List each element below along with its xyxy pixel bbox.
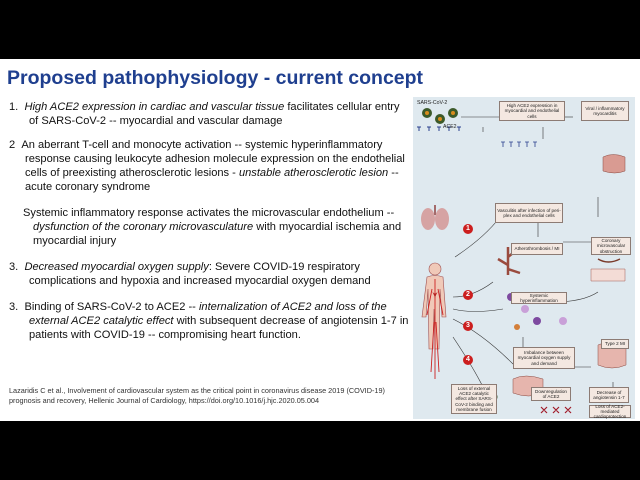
figure-artwork — [417, 108, 627, 414]
bullet-points: 1. High ACE2 expression in cardiac and v… — [9, 100, 411, 342]
systemic-hyperinflammation-box: Systemic hyperinflammation — [511, 292, 567, 304]
point-number: 3. — [9, 261, 19, 273]
point-1: 1. High ACE2 expression in cardiac and v… — [9, 100, 411, 128]
x-marks-icon — [540, 406, 572, 414]
loss-cardioprotection-box: Loss of ACE2-mediated cardioprotection — [589, 404, 631, 419]
point-3: 3. Decreased myocardial oxygen supply: S… — [9, 260, 411, 288]
downregulation-ace2-box: Downregulation of ACE2 — [531, 387, 571, 401]
slide: Proposed pathophysiology - current conce… — [0, 59, 640, 421]
point-emphasis: Decreased myocardial oxygen supply — [24, 261, 209, 273]
high-ace2-box: High ACE2 expression in myocardial and e… — [499, 101, 565, 121]
step-number-3: 3 — [463, 321, 473, 331]
reference-citation: Lazaridis C et al., Involvement of cardi… — [9, 386, 385, 405]
ace2-label: ACE2 — [443, 124, 457, 130]
decrease-angiotensin-box: Decrease of angiotensin 1-7 — [589, 387, 629, 403]
point-number: 2 — [9, 139, 16, 151]
slide-title: Proposed pathophysiology - current conce… — [7, 67, 424, 89]
point-2b: Systemic inflammatory response activates… — [9, 206, 411, 248]
ace2-receptor-icon — [417, 126, 461, 131]
point-text: facilitates cellular entry of SARS-CoV-2… — [29, 101, 400, 127]
point-emphasis: unstable atherosclerotic lesion — [238, 167, 389, 179]
point-2: 2 An aberrant T-cell and monocyte activa… — [9, 138, 411, 194]
point-text: Systemic inflammatory response activates… — [23, 207, 395, 219]
atherothrombosis-box: Atherothrombosis / MI — [511, 243, 563, 255]
point-text: Binding of SARS-CoV-2 to ACE2 -- — [24, 301, 199, 313]
point-text-end: with myocardial ischemia and myocardial … — [33, 221, 402, 247]
virus-icon — [422, 108, 458, 124]
step-number-2: 2 — [463, 290, 473, 300]
coronary-obstruction-box: Coronary microvascular obstruction — [591, 237, 631, 255]
point-text-end: with subsequent decrease of angiotensin … — [29, 315, 409, 341]
point-emphasis: dysfunction of the coronary microvascula… — [33, 221, 254, 233]
step-number-1: 1 — [463, 224, 473, 234]
receptor-cluster-icon — [501, 141, 537, 147]
point-emphasis: High ACE2 expression in cardiac and vasc… — [24, 101, 285, 113]
point-emphasis: internalization of ACE2 and loss of the … — [29, 301, 387, 327]
viral-myocarditis-box: Viral / inflammatory myocarditis — [581, 101, 629, 121]
virus-label: SARS-CoV-2 — [417, 100, 448, 106]
vasculitis-box: Vasculitis after infection of peri-plex … — [495, 203, 563, 223]
point-number: 1. — [9, 101, 19, 113]
step-number-4: 4 — [463, 355, 473, 365]
oxygen-imbalance-box: Imbalance between myocardial oxygen supp… — [513, 347, 575, 369]
human-body-icon — [421, 262, 447, 379]
point-text: An aberrant T-cell and monocyte activati… — [21, 139, 405, 179]
type2-mi-box: Type 2 MI — [601, 339, 629, 349]
loss-external-ace2-box: Loss of external ACE2 catalytic effect a… — [451, 384, 497, 414]
point-4: 3. Binding of SARS-CoV-2 to ACE2 -- inte… — [9, 300, 411, 342]
point-number: 3. — [9, 301, 19, 313]
pathophysiology-figure: SARS-CoV-2 ACE2 High ACE2 expression in … — [413, 97, 635, 419]
lungs-icon — [421, 205, 449, 230]
point-text-end: -- acute coronary syndrome — [25, 167, 399, 193]
point-text: : Severe COVID-19 respiratory complicati… — [29, 261, 371, 287]
